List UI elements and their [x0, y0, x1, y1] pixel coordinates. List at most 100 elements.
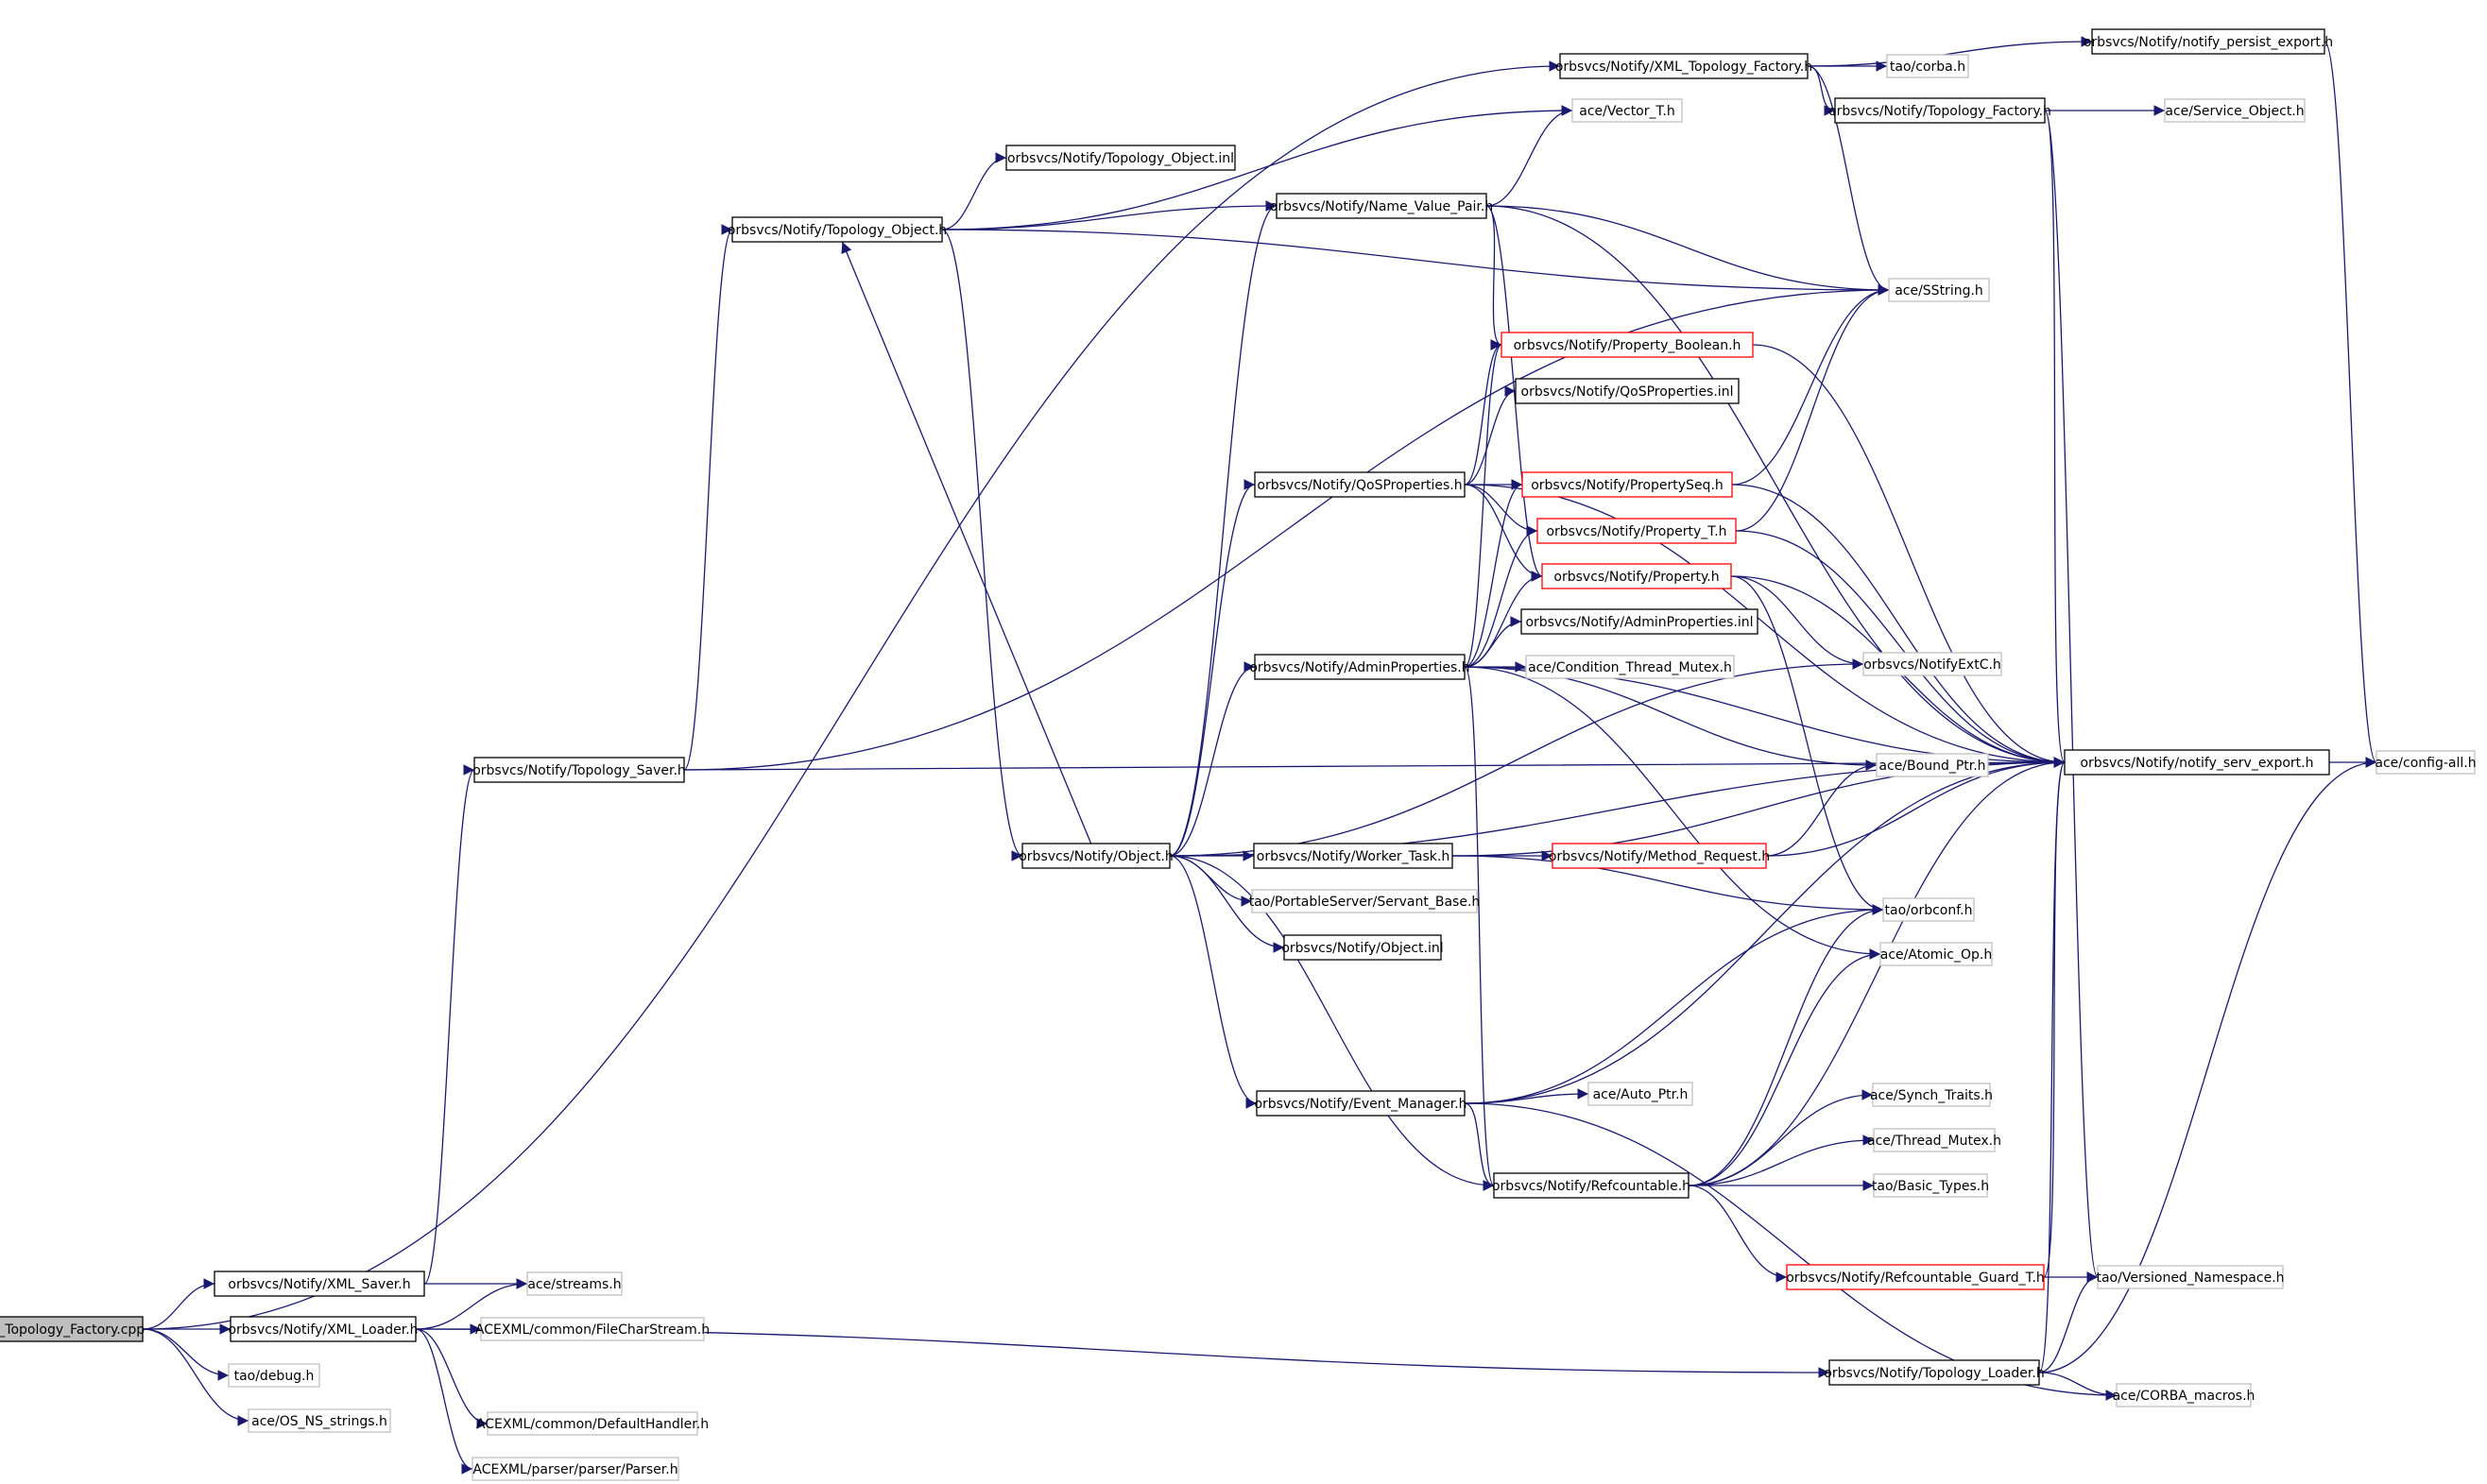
edge-method_req-to-serv_export	[1765, 757, 2066, 857]
node-refcountable[interactable]: orbsvcs/Notify/Refcountable.h	[1492, 1172, 1690, 1199]
node-prop-seq[interactable]: orbsvcs/Notify/PropertySeq.h	[1521, 471, 1733, 498]
node-xml-loader[interactable]: orbsvcs/Notify/XML_Loader.h	[228, 1316, 419, 1342]
node-acexml-defhandler: ACEXML/common/DefaultHandler.h	[476, 1411, 709, 1436]
edge-refcountable-to-synch_traits	[1688, 1089, 1874, 1186]
node-config-all: ace/config-all.h	[2375, 750, 2477, 775]
node-box	[1873, 1173, 1988, 1198]
node-box	[1536, 518, 1737, 544]
node-layer: XML_Topology_Factory.cpp orbsvcs/Notify/X…	[0, 28, 2477, 1481]
node-root[interactable]: XML_Topology_Factory.cpp	[0, 1316, 145, 1342]
node-box	[731, 216, 943, 243]
node-label: orbsvcs/Notify/notify_persist_export.h	[2084, 35, 2333, 50]
edge-event_mgr-to-tao_orbconf	[1464, 904, 1884, 1104]
node-label: ace/Condition_Thread_Mutex.h	[1528, 660, 1732, 675]
node-label: orbsvcs/Notify/Topology_Loader.h	[1824, 1366, 2044, 1381]
node-auto-ptr: ace/Auto_Ptr.h	[1587, 1082, 1693, 1106]
node-box	[1873, 1128, 1996, 1152]
node-ace-streams: ace/streams.h	[526, 1271, 623, 1296]
edge-prop_seq-to-ace_sstring	[1731, 284, 1890, 486]
edge-object_h-to-admin_props	[1169, 661, 1256, 857]
edge-topo_object-to-topo_object_inl	[941, 152, 1007, 230]
edge-xml_loader-to-acexml_defhandler	[415, 1328, 489, 1429]
edge-admin_props-to-prop_seq	[1464, 479, 1523, 668]
node-box	[472, 1457, 679, 1481]
node-worker-task[interactable]: orbsvcs/Notify/Worker_Task.h	[1253, 843, 1453, 869]
node-servant-base: tao/PortableServer/Servant_Base.h	[1249, 889, 1480, 913]
node-topo-saver[interactable]: orbsvcs/Notify/Topology_Saver.h	[472, 757, 686, 783]
edge-layer	[142, 36, 2377, 1475]
node-box	[230, 1316, 417, 1342]
node-label: ace/Bound_Ptr.h	[1878, 759, 1985, 774]
node-admin-props[interactable]: orbsvcs/Notify/AdminProperties.h	[1249, 654, 1470, 680]
node-admin-inl[interactable]: orbsvcs/Notify/AdminProperties.inl	[1520, 608, 1758, 635]
node-versioned-ns: tao/Versioned_Namespace.h	[2096, 1265, 2285, 1289]
node-label: orbsvcs/Notify/AdminProperties.h	[1249, 660, 1469, 675]
node-box	[1888, 278, 1990, 302]
node-object-h[interactable]: orbsvcs/Notify/Object.h	[1019, 843, 1174, 869]
node-label: orbsvcs/Notify/QoSProperties.h	[1257, 478, 1462, 493]
edge-property-to-tao_orbconf	[1730, 575, 1884, 915]
node-xml-topo-factory[interactable]: orbsvcs/Notify/XML_Topology_Factory.h	[1555, 53, 1812, 79]
node-prop-boolean[interactable]: orbsvcs/Notify/Property_Boolean.h	[1501, 332, 1754, 358]
node-box	[1276, 193, 1487, 219]
node-qos-inl[interactable]: orbsvcs/Notify/QoSProperties.inl	[1515, 378, 1740, 404]
node-property[interactable]: orbsvcs/Notify/Property.h	[1541, 563, 1732, 589]
node-xml-saver[interactable]: orbsvcs/Notify/XML_Saver.h	[214, 1271, 425, 1297]
edge-topo_factory-to-versioned_ns	[2044, 110, 2099, 1283]
node-label: ace/config-all.h	[2375, 756, 2476, 771]
node-ace-os-ns: ace/OS_NS_strings.h	[248, 1408, 391, 1433]
edge-refcountable-to-serv_export	[1688, 757, 2066, 1186]
node-box	[1005, 145, 1236, 171]
node-method-req[interactable]: orbsvcs/Notify/Method_Request.h	[1549, 843, 1770, 869]
node-label: orbsvcs/Notify/Object.inl	[1281, 941, 1443, 956]
edge-event_mgr-to-serv_export	[1464, 757, 2066, 1104]
node-name-value[interactable]: orbsvcs/Notify/Name_Value_Pair.h	[1270, 193, 1493, 219]
edge-admin_props-to-property	[1464, 571, 1543, 668]
edge-object_h-to-servant_base	[1169, 855, 1253, 907]
node-label: ace/streams.h	[527, 1277, 621, 1292]
edge-refcountable-to-tao_orbconf	[1688, 904, 1884, 1186]
edge-method_req-to-bound_ptr	[1765, 759, 1878, 857]
node-box	[1520, 608, 1758, 635]
node-label: ACEXML/common/FileCharStream.h	[475, 1322, 710, 1338]
node-topo-object[interactable]: orbsvcs/Notify/Topology_Object.h	[728, 216, 947, 243]
node-thread-mutex: ace/Thread_Mutex.h	[1867, 1128, 2001, 1152]
node-label: orbsvcs/Notify/Event_Manager.h	[1254, 1097, 1466, 1112]
node-corba-macros: ace/CORBA_macros.h	[2113, 1383, 2255, 1407]
edge-topo_object-to-name_value	[941, 200, 1278, 230]
node-label: orbsvcs/Notify/Property_Boolean.h	[1514, 338, 1741, 353]
edge-topo_saver-to-topo_object	[683, 224, 733, 771]
node-label: orbsvcs/Notify/Topology_Object.h	[728, 223, 947, 238]
edge-xml_topo_factory-to-persist_export	[1807, 36, 2093, 67]
node-synch-traits: ace/Synch_Traits.h	[1870, 1083, 1993, 1107]
node-box	[2164, 98, 2306, 123]
node-topo-factory[interactable]: orbsvcs/Notify/Topology_Factory.h	[1828, 97, 2051, 124]
edge-xml_loader-to-ace_streams	[415, 1278, 528, 1330]
node-object-inl[interactable]: orbsvcs/Notify/Object.inl	[1281, 934, 1444, 961]
node-serv-export[interactable]: orbsvcs/Notify/notify_serv_export.h	[2064, 749, 2330, 776]
edge-topo_saver-to-serv_export	[683, 757, 2066, 771]
node-label: ace/Thread_Mutex.h	[1867, 1134, 2001, 1149]
node-label: orbsvcs/Notify/Worker_Task.h	[1257, 849, 1449, 864]
node-box	[1587, 1082, 1693, 1106]
node-box	[487, 1411, 698, 1436]
node-label: ace/Service_Object.h	[2165, 104, 2304, 119]
node-box	[1254, 654, 1466, 680]
edge-refc_guard-to-serv_export	[2043, 757, 2066, 1278]
node-label: orbsvcs/Notify/Method_Request.h	[1549, 849, 1770, 864]
edge-admin_props-to-bound_ptr	[1464, 666, 1878, 771]
node-label: ace/Synch_Traits.h	[1870, 1088, 1993, 1103]
node-topo-object-inl[interactable]: orbsvcs/Notify/Topology_Object.inl	[1005, 145, 1236, 171]
node-prop-t[interactable]: orbsvcs/Notify/Property_T.h	[1536, 518, 1737, 544]
node-qos-props[interactable]: orbsvcs/Notify/QoSProperties.h	[1254, 471, 1466, 498]
edge-refcountable-to-thread_mutex	[1688, 1134, 1875, 1186]
node-box	[1515, 378, 1740, 404]
edge-topo_loader-to-serv_export	[2038, 757, 2066, 1373]
node-refc-guard[interactable]: orbsvcs/Notify/Refcountable_Guard_T.h	[1786, 1264, 2045, 1290]
node-box	[1021, 843, 1171, 869]
node-persist-export[interactable]: orbsvcs/Notify/notify_persist_export.h	[2084, 28, 2333, 55]
node-event-mgr[interactable]: orbsvcs/Notify/Event_Manager.h	[1254, 1090, 1467, 1117]
node-label: ace/CORBA_macros.h	[2113, 1389, 2255, 1404]
node-topo-loader[interactable]: orbsvcs/Notify/Topology_Loader.h	[1824, 1359, 2045, 1386]
node-box	[1254, 471, 1466, 498]
